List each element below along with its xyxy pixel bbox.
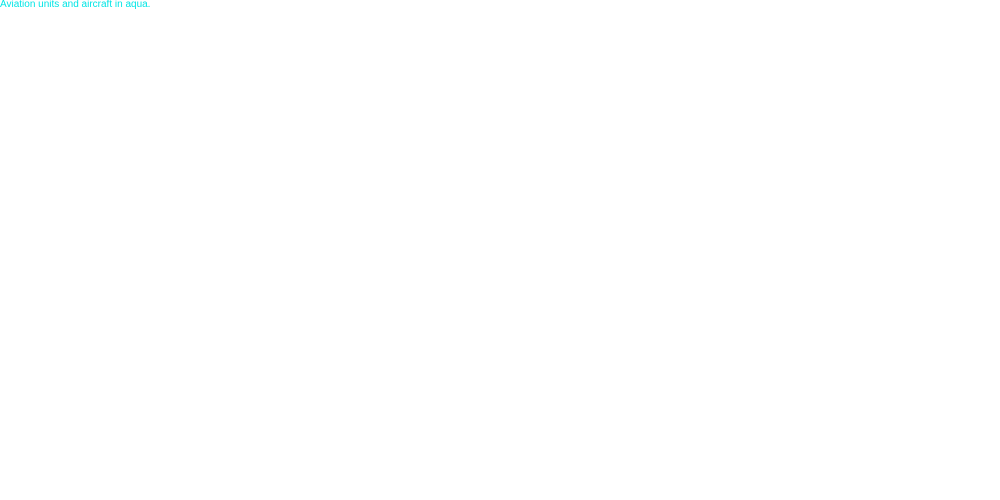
legend-note: Aviation units and aircraft in aqua. bbox=[0, 0, 151, 10]
